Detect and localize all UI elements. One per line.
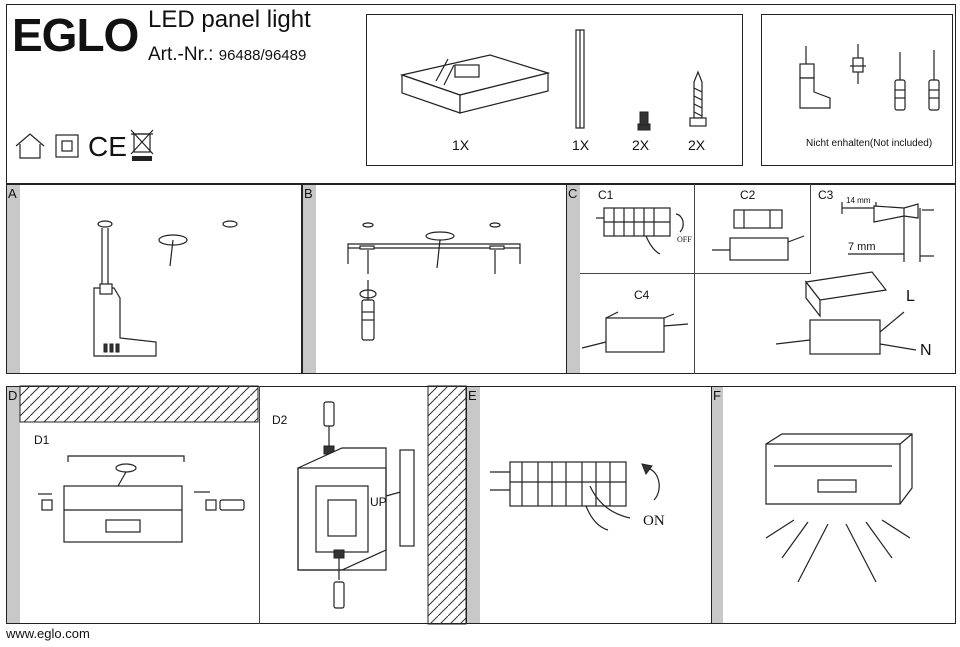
d-divider bbox=[259, 386, 260, 624]
step-c3-drawing bbox=[841, 202, 934, 262]
weee-bin-icon bbox=[130, 129, 154, 161]
c-divider-v1 bbox=[694, 184, 695, 374]
step-c4-label: C4 bbox=[634, 288, 650, 302]
step-d-label: D bbox=[8, 388, 18, 403]
step-c-wiring-drawing bbox=[775, 271, 917, 355]
step-a-panel bbox=[6, 184, 302, 374]
step-f-drawing bbox=[765, 433, 913, 583]
step-c-label: C bbox=[568, 186, 578, 201]
panel-housing-drawing bbox=[399, 54, 551, 114]
indoor-house-icon bbox=[15, 133, 45, 159]
step-f-label: F bbox=[713, 388, 721, 403]
article-values: 96488/96489 bbox=[218, 47, 307, 64]
drill-icon bbox=[799, 46, 831, 109]
step-c3-label: C3 bbox=[818, 188, 834, 202]
tools-box bbox=[761, 14, 953, 166]
product-title: LED panel light bbox=[148, 6, 311, 33]
step-d2-up: UP bbox=[370, 495, 387, 509]
step-c4-drawing bbox=[581, 311, 689, 353]
step-f-panel bbox=[711, 386, 956, 624]
tools-note: Nicht enhalten(Not included) bbox=[806, 138, 933, 149]
screw-drawing bbox=[637, 111, 651, 131]
step-c2-label: C2 bbox=[740, 188, 756, 202]
wall-plug-icon bbox=[850, 44, 866, 84]
step-d1-label: D1 bbox=[34, 433, 50, 447]
flat-screwdriver-icon bbox=[928, 50, 940, 111]
step-c3-length-7: 7 mm bbox=[848, 241, 876, 253]
class-ii-icon bbox=[55, 134, 79, 158]
c-divider-v2 bbox=[810, 184, 811, 274]
phillips-screwdriver-icon bbox=[894, 52, 906, 111]
step-b-label: B bbox=[304, 186, 313, 201]
wood-screw-drawing bbox=[689, 70, 707, 127]
d2-wall-hatch bbox=[427, 385, 467, 625]
step-c-tab bbox=[566, 184, 580, 374]
step-c2-drawing bbox=[712, 209, 805, 261]
c-divider-h bbox=[580, 273, 810, 274]
step-d2-drawing bbox=[297, 401, 415, 609]
step-e-tab bbox=[466, 386, 480, 624]
qty-bar: 1X bbox=[572, 137, 590, 153]
qty-housing: 1X bbox=[452, 137, 470, 153]
step-f-tab bbox=[711, 386, 723, 624]
step-a-label: A bbox=[8, 186, 17, 201]
qty-screw: 2X bbox=[632, 137, 650, 153]
step-e-on: ON bbox=[643, 513, 665, 529]
article-prefix: Art.-Nr.: bbox=[148, 44, 214, 65]
footer-url[interactable]: www.eglo.com bbox=[6, 626, 90, 641]
wire-n-label: N bbox=[920, 342, 932, 359]
mounting-bar-drawing bbox=[575, 29, 585, 129]
brand-logo: EGLO bbox=[12, 9, 139, 61]
step-c-panel bbox=[566, 184, 956, 374]
step-d-tab bbox=[6, 386, 20, 624]
d1-ceiling-hatch bbox=[19, 385, 259, 423]
qty-wood-screw: 2X bbox=[688, 137, 706, 153]
step-b-drawing bbox=[347, 222, 521, 341]
step-c3-length-14: 14 mm bbox=[846, 196, 871, 205]
step-c1-label: C1 bbox=[598, 188, 614, 202]
wire-l-label: L bbox=[906, 288, 915, 305]
step-e-label: E bbox=[468, 388, 477, 403]
step-e-drawing bbox=[490, 461, 660, 531]
step-d1-drawing bbox=[38, 455, 245, 543]
step-a-tab bbox=[6, 184, 20, 374]
step-a-drawing bbox=[93, 220, 238, 357]
step-d2-label: D2 bbox=[272, 413, 288, 427]
step-c1-off: OFF bbox=[677, 235, 692, 244]
article-number: Art.-Nr.: 96488/96489 bbox=[148, 44, 306, 66]
step-c1-drawing bbox=[596, 207, 684, 255]
step-b-tab bbox=[302, 184, 316, 374]
ce-mark-icon: CE bbox=[88, 131, 127, 162]
